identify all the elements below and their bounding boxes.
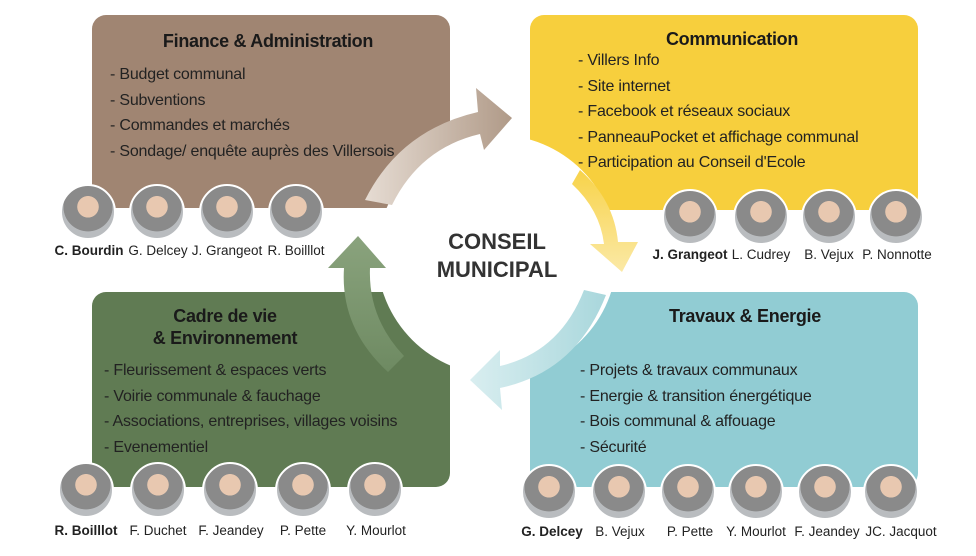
avatar — [347, 462, 403, 518]
list-item: Site internet — [578, 74, 859, 100]
avatar — [662, 189, 718, 245]
avatar — [797, 464, 853, 520]
list-item: Bois communal & affouage — [580, 409, 812, 435]
member-name: Y. Mourlot — [726, 524, 786, 539]
member-name: F. Duchet — [129, 523, 187, 538]
member-name: JC. Jacquot — [865, 524, 937, 539]
member-name: J. Grangeot — [652, 247, 728, 262]
member-name: G. Delcey — [128, 243, 188, 258]
list-item: Sécurité — [580, 435, 812, 461]
list-item: Voirie communale & fauchage — [104, 384, 397, 410]
member-name: B. Vejux — [595, 524, 645, 539]
avatar — [268, 184, 324, 240]
communication-title: Communication — [665, 29, 799, 49]
finance-list: Budget communal Subventions Commandes et… — [110, 62, 394, 164]
member-name: R. Boilllot — [54, 523, 118, 538]
avatar — [660, 464, 716, 520]
member-name: P. Pette — [279, 523, 327, 538]
avatar — [275, 462, 331, 518]
member-name: R. Boilllot — [267, 243, 325, 258]
avatar — [863, 464, 919, 520]
arrow-top — [365, 88, 512, 205]
list-item: Commandes et marchés — [110, 113, 394, 139]
travaux-list: Projets & travaux communaux Energie & tr… — [580, 358, 812, 461]
list-item: Associations, entreprises, villages vois… — [104, 409, 398, 435]
arrow-bottom — [470, 290, 606, 410]
list-item: Energie & transition énergétique — [580, 384, 811, 410]
member-name: Y. Mourlot — [346, 523, 406, 538]
finance-title: Finance & Administration — [162, 31, 374, 51]
avatar — [199, 184, 255, 240]
member-name: P. Nonnotte — [862, 247, 932, 262]
avatar — [202, 462, 258, 518]
avatar — [733, 189, 789, 245]
list-item: Sondage/ enquête auprès des Villersois — [110, 139, 394, 165]
list-item: Participation au Conseil d'Ecole — [578, 150, 859, 176]
list-item: Facebook et réseaux sociaux — [578, 99, 859, 125]
list-item: Projets & travaux communaux — [580, 358, 812, 384]
member-name: J. Grangeot — [191, 243, 263, 258]
member-name: G. Delcey — [521, 524, 583, 539]
list-item: Fleurissement & espaces verts — [104, 358, 397, 384]
communication-list: Villers Info Site internet Facebook et r… — [578, 48, 859, 176]
avatar — [130, 462, 186, 518]
arrow-right — [572, 170, 638, 272]
member-name: F. Jeandey — [198, 523, 264, 538]
cadre-list: Fleurissement & espaces verts Voirie com… — [104, 358, 398, 461]
list-item: Evenementiel — [104, 435, 397, 461]
member-name: F. Jeandey — [794, 524, 860, 539]
travaux-title: Travaux & Energie — [669, 306, 821, 326]
avatar — [60, 184, 116, 240]
avatar — [58, 462, 114, 518]
list-item: PanneauPocket et affichage communal — [578, 125, 858, 151]
avatar — [129, 184, 185, 240]
cadre-title: Cadre de vie& Environnement — [152, 306, 298, 348]
avatar — [521, 464, 577, 520]
list-item: Subventions — [110, 88, 394, 114]
avatar — [591, 464, 647, 520]
avatar — [728, 464, 784, 520]
avatar — [868, 189, 924, 245]
avatar — [801, 189, 857, 245]
arrow-left — [328, 236, 404, 372]
member-name: B. Vejux — [804, 247, 854, 262]
list-item: Budget communal — [110, 62, 394, 88]
member-name: C. Bourdin — [54, 243, 124, 258]
list-item: Villers Info — [578, 48, 859, 74]
member-name: L. Cudrey — [731, 247, 791, 262]
member-name: P. Pette — [666, 524, 714, 539]
